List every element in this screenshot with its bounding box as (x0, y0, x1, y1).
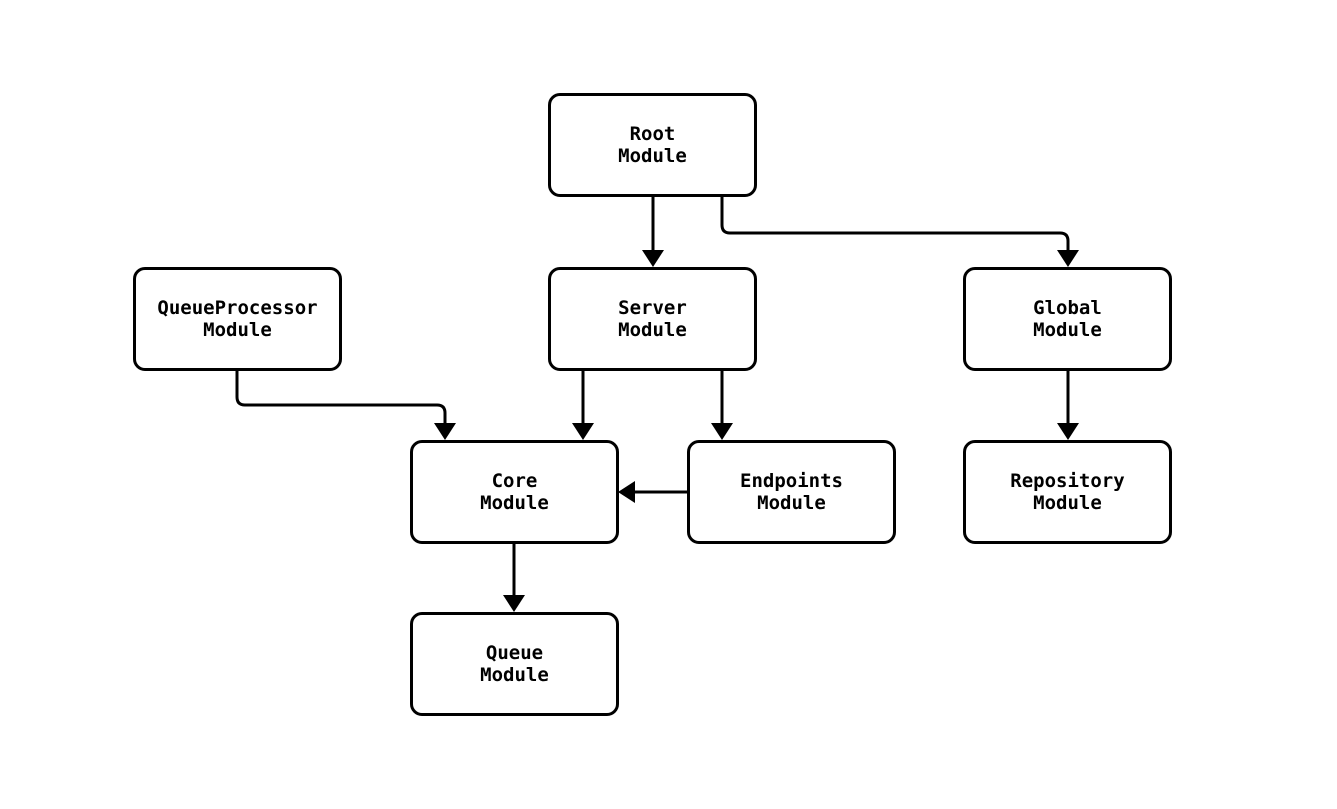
edge-endpoints-to-core (618, 481, 687, 503)
node-endpoints-module: Endpoints Module (687, 440, 896, 544)
node-endpoints-module-label: Endpoints Module (740, 470, 843, 514)
arrowhead-icon (572, 423, 594, 440)
node-queueprocessor-module-label: QueueProcessor Module (157, 297, 318, 341)
arrowhead-icon (1057, 423, 1079, 440)
node-repository-module-label: Repository Module (1010, 470, 1125, 514)
node-queueprocessor-module: QueueProcessor Module (133, 267, 342, 371)
node-global-module: Global Module (963, 267, 1172, 371)
arrowhead-icon (642, 250, 664, 267)
node-repository-module: Repository Module (963, 440, 1172, 544)
edge-server-to-core (572, 371, 594, 440)
arrowhead-icon (618, 481, 635, 503)
arrowhead-icon (434, 423, 456, 440)
node-core-module-label: Core Module (480, 470, 549, 514)
node-queue-module: Queue Module (410, 612, 619, 716)
edge-queueprocessor-to-core (235, 371, 456, 440)
node-server-module-label: Server Module (618, 297, 687, 341)
arrowhead-icon (503, 595, 525, 612)
edge-root-to-global (720, 197, 1079, 267)
node-server-module: Server Module (548, 267, 757, 371)
edge-line (235, 371, 447, 424)
node-root-module-label: Root Module (618, 123, 687, 167)
edge-core-to-queue (503, 544, 525, 612)
edge-global-to-repository (1057, 371, 1079, 440)
arrowhead-icon (1057, 250, 1079, 267)
edge-server-to-endpoints (711, 371, 733, 440)
edge-root-to-server (642, 197, 664, 267)
node-core-module: Core Module (410, 440, 619, 544)
node-root-module: Root Module (548, 93, 757, 197)
node-global-module-label: Global Module (1033, 297, 1102, 341)
arrowhead-icon (711, 423, 733, 440)
edge-line (720, 197, 1070, 251)
node-queue-module-label: Queue Module (480, 642, 549, 686)
